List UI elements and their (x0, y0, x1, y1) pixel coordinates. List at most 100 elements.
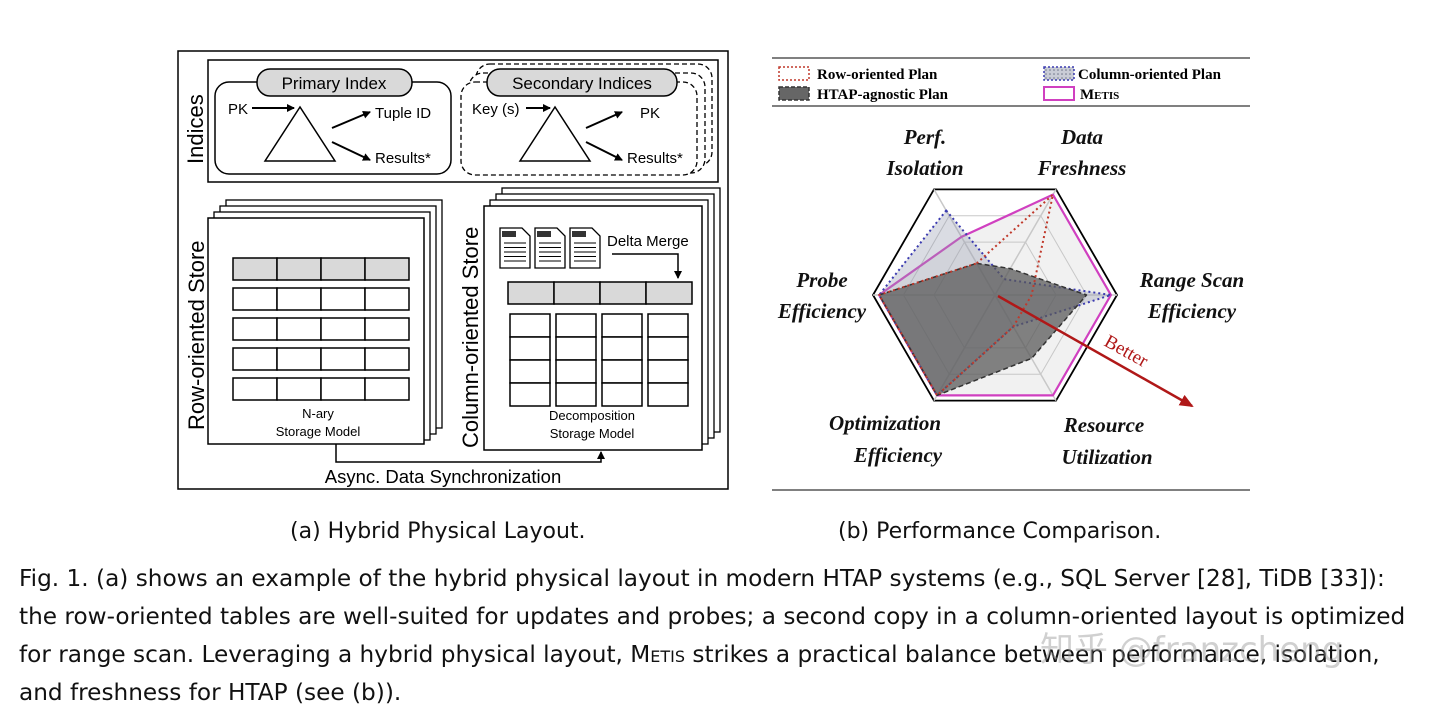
better-arrow (997, 294, 1194, 408)
watermark: 知乎 @franzcheng (1040, 630, 1344, 670)
legend-htap-swatch (778, 86, 810, 101)
log-icons (499, 227, 601, 269)
figure-caption-metis: Metis (630, 641, 686, 668)
better-label: Better (1101, 331, 1152, 372)
tuple-id-label: Tuple ID (375, 105, 431, 122)
col-store-table (507, 281, 693, 407)
row-cell (364, 287, 410, 311)
row-cell (276, 347, 322, 371)
nary-line2: Storage Model (276, 424, 361, 439)
axis-fresh-1: Data (1060, 125, 1103, 149)
secondary-index-triangle (518, 105, 592, 162)
axis-range-1: Range Scan (1139, 268, 1244, 292)
row-cell (276, 317, 322, 341)
radar-chart (871, 188, 1119, 402)
col-cell (509, 336, 551, 361)
log-file-icon (499, 227, 531, 269)
col-cell (601, 336, 643, 361)
legend-metis-label: Metis (1080, 87, 1119, 103)
delta-merge-arrow (612, 253, 682, 279)
legend-row-swatch (778, 66, 810, 81)
col-cell (647, 336, 689, 361)
row-cell (320, 317, 366, 341)
nary-line1: N-ary (302, 406, 334, 421)
figure-a-frame (177, 50, 729, 490)
col-cell (647, 313, 689, 338)
axis-resource-1: Resource (1063, 413, 1145, 437)
col-header-cell (599, 281, 647, 305)
secondary-index-pill (486, 68, 678, 97)
delta-merge-label: Delta Merge (607, 233, 689, 250)
row-cell (232, 317, 278, 341)
row-header-cell (276, 257, 322, 281)
col-cell (555, 382, 597, 407)
results2-label: Results* (627, 150, 683, 167)
row-cell (364, 317, 410, 341)
log-file-icon (569, 227, 601, 269)
col-cell (509, 359, 551, 384)
decomp-line1: Decomposition (549, 408, 635, 423)
axis-opt-2: Efficiency (853, 443, 943, 467)
row-header-cell (320, 257, 366, 281)
axis-resource-2: Utilization (1061, 445, 1152, 469)
row-cell (364, 347, 410, 371)
row-cell (232, 347, 278, 371)
indices-box (207, 59, 719, 183)
figure-caption-post: strikes a practical balance between perf… (19, 641, 1380, 706)
col-cell (601, 359, 643, 384)
primary-index-pill (256, 68, 413, 97)
legend-htap-label: HTAP-agnostic Plan (817, 87, 949, 103)
caption-b: (b) Performance Comparison. (838, 519, 1162, 544)
row-cell (320, 377, 366, 401)
col-store-label: Column-oriented Store (458, 227, 483, 448)
series-row-oriented (878, 193, 1054, 397)
primary-index-triangle (263, 105, 337, 162)
axis-perf-1: Perf. (903, 125, 947, 149)
row-cell (276, 287, 322, 311)
axis-opt-1: Optimization (829, 411, 941, 435)
col-cell (509, 313, 551, 338)
axis-probe-1: Probe (795, 268, 847, 292)
col-cell (601, 382, 643, 407)
row-cell (320, 287, 366, 311)
col-cell (555, 359, 597, 384)
row-cell (364, 377, 410, 401)
axis-fresh-2: Freshness (1037, 156, 1127, 180)
row-cell (232, 287, 278, 311)
row-store-table (232, 257, 410, 401)
axis-probe-2: Efficiency (777, 299, 867, 323)
col-cell (555, 313, 597, 338)
row-cell (320, 347, 366, 371)
row-header-cell (232, 257, 278, 281)
row-header-cell (364, 257, 410, 281)
figure-caption-pre: Fig. 1. (a) shows an example of the hybr… (19, 565, 1406, 668)
legend-col-label: Column-oriented Plan (1078, 67, 1222, 83)
col-header-cell (507, 281, 555, 305)
primary-index-title: Primary Index (282, 74, 387, 93)
col-header-cell (645, 281, 693, 305)
col-cell (647, 359, 689, 384)
legend-col-swatch (1043, 66, 1075, 81)
row-cell (232, 377, 278, 401)
log-file-icon (534, 227, 566, 269)
col-cell (647, 382, 689, 407)
figure-caption: Fig. 1. (a) shows an example of the hybr… (19, 560, 1429, 712)
indices-label: Indices (183, 94, 208, 164)
row-store-label: Row-oriented Store (184, 240, 209, 430)
legend-row-label: Row-oriented Plan (817, 67, 938, 83)
secondary-index-title: Secondary Indices (512, 74, 652, 93)
axis-range-2: Efficiency (1147, 299, 1237, 323)
pk2-label: PK (640, 105, 660, 122)
col-header-cell (553, 281, 601, 305)
key-s-label: Key (s) (472, 101, 520, 118)
results-label: Results* (375, 150, 431, 167)
async-sync-label: Async. Data Synchronization (325, 466, 562, 487)
axis-perf-2: Isolation (885, 156, 963, 180)
row-cell (276, 377, 322, 401)
results-arrow (331, 141, 371, 161)
col-cell (601, 313, 643, 338)
pk-label: PK (228, 101, 248, 118)
decomp-line2: Storage Model (550, 426, 635, 441)
series-htap-agnostic (878, 262, 1088, 397)
